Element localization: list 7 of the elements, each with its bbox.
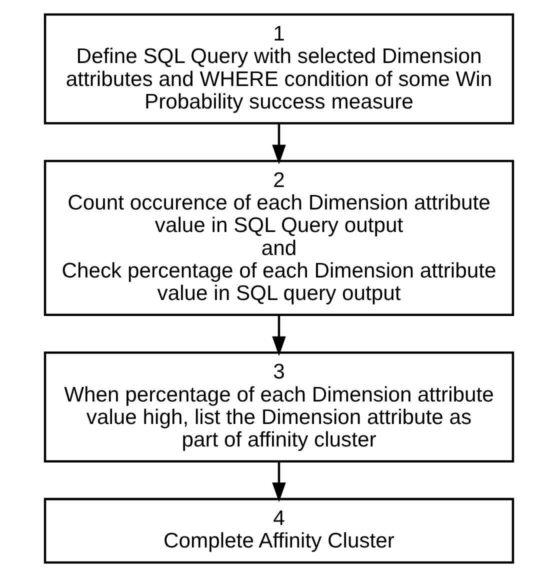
node-box: 2 Count occurence of each Dimension attribute value in SQL Query output and Check percentage of each Dimension attribute value in SQL query output [44,160,514,316]
node-box: 4 Complete Affinity Cluster [44,498,514,564]
node-box: 3 When percentage of each Dimension attribute value high, list the Dimension attribute as part of affinity cluster [44,352,514,462]
node-box: 1 Define SQL Query with selected Dimension attributes and WHERE condition of some Win Probability success measure [44,13,514,124]
arrow [272,315,286,356]
arrow [272,462,286,502]
arrow [272,123,286,164]
